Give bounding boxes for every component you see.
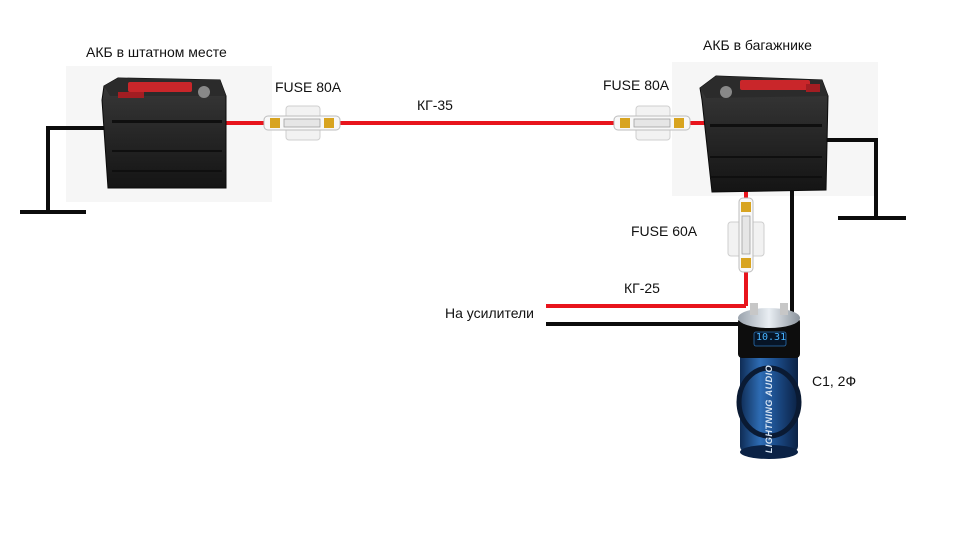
amp-cable-label: КГ-25 [624, 280, 660, 296]
battery-trunk [699, 75, 829, 193]
fuse-holder-front [263, 105, 341, 141]
ground-symbol-trunk [824, 138, 906, 220]
fuse-holder-amp [727, 197, 765, 273]
capacitor-label: C1, 2Ф [812, 373, 857, 389]
fuse-trunk-label: FUSE 80A [603, 77, 670, 93]
fuse-front-label: FUSE 80A [275, 79, 342, 95]
fuse-holder-trunk [613, 105, 691, 141]
main-cable-label: КГ-35 [417, 97, 453, 113]
battery-trunk-label: АКБ в багажнике [703, 37, 812, 53]
battery-front [101, 77, 227, 189]
capacitor-brand-logo: LIGHTNING AUDIO [764, 364, 774, 454]
ground-symbol-front [20, 126, 108, 214]
capacitor [736, 303, 802, 459]
amp-output-label: На усилители [445, 305, 535, 321]
battery-front-label: АКБ в штатном месте [86, 44, 227, 60]
capacitor-voltage-readout: 10.31 [756, 332, 787, 343]
amp-fuse-label: FUSE 60A [631, 223, 698, 239]
